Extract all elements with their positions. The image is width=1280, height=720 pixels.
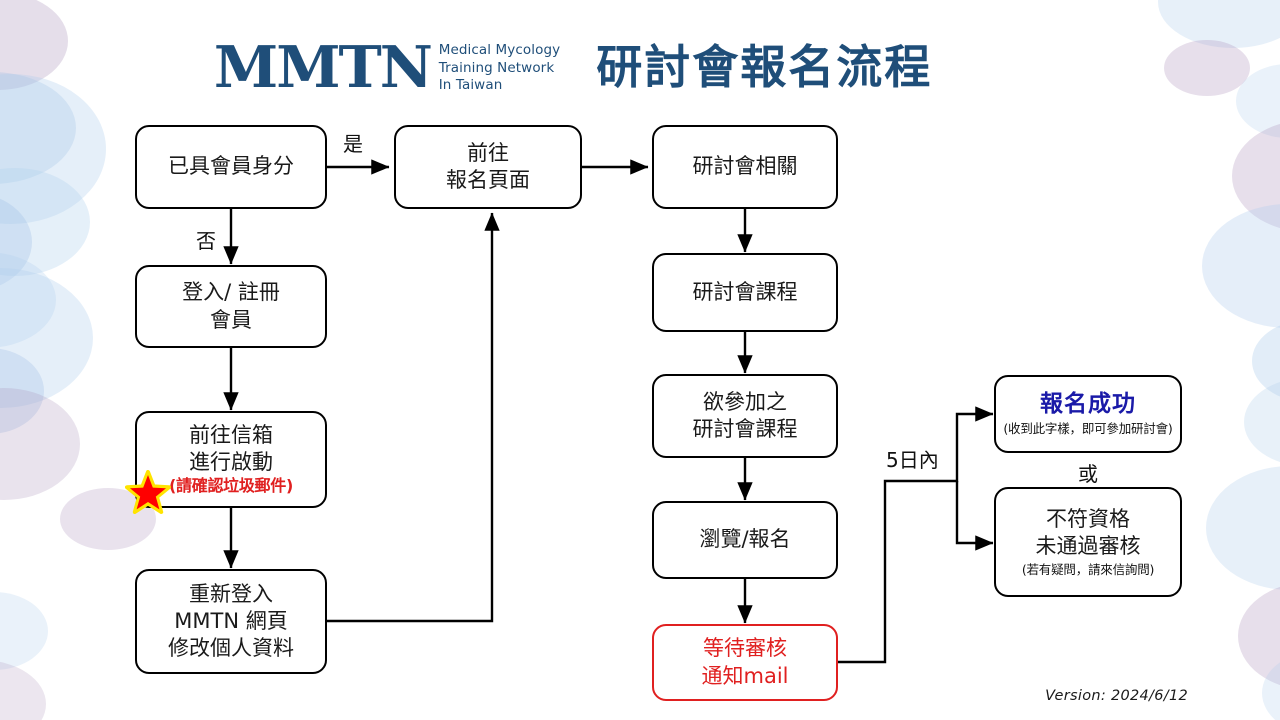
wire-wait-to-rejected [955,481,994,551]
edge-label-or: 或 [1078,462,1098,486]
node-wait-review-line-1: 等待審核 [703,636,787,661]
decor-ellipse [1164,40,1250,96]
decor-ellipse [0,592,48,670]
decor-ellipse [0,0,68,90]
slide-header: MMTN Medical Mycology Training Network I… [213,24,1116,110]
node-relogin-profile-line-3: 修改個人資料 [168,636,294,661]
node-signup-rejected[interactable]: 不符資格 未通過審核 (若有疑問，請來信詢問) [994,487,1182,597]
node-relogin-profile[interactable]: 重新登入 MMTN 網頁 修改個人資料 [135,569,327,674]
node-seminar-course-line-1: 研討會課程 [692,279,798,304]
mmtn-tagline-line-3: In Taiwan [438,77,503,94]
decor-ellipse [1206,466,1280,590]
edge-label-no: 否 [196,229,216,253]
node-goto-signup[interactable]: 前往 報名頁面 [394,125,582,209]
node-signup-success-title: 報名成功 [1040,391,1136,418]
node-login-register-line-2: 會員 [210,307,252,332]
decor-ellipse [1238,582,1280,690]
node-desired-course[interactable]: 欲參加之 研討會課程 [652,374,838,458]
node-browse-signup[interactable]: 瀏覽/報名 [652,501,838,579]
decor-ellipse [1232,120,1280,232]
node-login-register-line-1: 登入/ 註冊 [182,280,280,305]
decor-ellipse [0,72,76,184]
mmtn-logo: MMTN Medical Mycology Training Network I… [213,33,561,101]
version-label: Version: 2024/6/12 [1045,688,1188,704]
decor-ellipse [1158,0,1280,48]
node-goto-signup-line-1: 前往 [467,140,509,165]
node-signup-rejected-line-2: 未通過審核 [1035,534,1141,559]
decor-ellipse [1252,320,1280,402]
page-title: 研討會報名流程 [596,40,933,94]
node-signup-success[interactable]: 報名成功 (收到此字樣，即可參加研討會) [994,375,1182,453]
edge-label-within-5-days: 5日內 [886,448,939,472]
decor-ellipse [0,268,93,408]
node-signup-rejected-note: (若有疑問，請來信詢問) [1021,561,1155,577]
decor-ellipse [0,192,32,292]
node-wait-review[interactable]: 等待審核 通知mail [652,624,838,701]
decor-ellipse [1202,204,1280,328]
node-browse-signup-line-1: 瀏覽/報名 [699,527,791,552]
edge-label-yes: 是 [343,132,363,156]
node-seminar-related-line-1: 研討會相關 [692,154,798,179]
node-member-check-line-1: 已具會員身分 [168,154,294,179]
node-desired-course-line-2: 研討會課程 [692,417,798,441]
decor-ellipse [1244,378,1280,466]
decor-ellipse [0,660,46,720]
node-activate-mail-line-2: 進行啟動 [189,450,273,475]
decor-ellipse [0,388,80,500]
decor-ellipse [0,348,44,434]
mmtn-tagline-line-2: Training Network [438,59,555,76]
node-relogin-profile-line-2: MMTN 網頁 [174,608,288,633]
wire-relogin-to-signup [327,212,500,623]
node-seminar-related[interactable]: 研討會相關 [652,125,838,209]
decor-ellipse [1236,64,1280,138]
mmtn-logo-tagline: Medical Mycology Training Network In Tai… [439,39,561,95]
node-relogin-profile-line-1: 重新登入 [189,581,273,606]
decor-ellipse [0,74,106,224]
mmtn-logo-wordmark: MMTN [213,33,433,101]
decor-ellipse [0,252,56,348]
warning-star-icon [125,470,171,514]
node-signup-rejected-line-1: 不符資格 [1046,507,1130,532]
node-activate-mail-warning: (請確認垃圾郵件) [169,476,293,496]
node-signup-success-note: (收到此字樣，即可參加研討會) [1003,421,1173,437]
node-member-check[interactable]: 已具會員身分 [135,125,327,209]
mmtn-tagline-line-1: Medical Mycology [438,41,561,58]
node-wait-review-line-2: 通知mail [701,663,789,688]
node-activate-mail[interactable]: 前往信箱 進行啟動 (請確認垃圾郵件) [135,411,327,508]
decor-ellipse [1262,650,1280,720]
node-goto-signup-line-2: 報名頁面 [446,168,530,192]
node-seminar-course[interactable]: 研討會課程 [652,253,838,332]
node-activate-mail-line-1: 前往信箱 [189,422,273,447]
node-desired-course-line-1: 欲參加之 [703,389,787,414]
decor-ellipse [0,168,90,276]
node-login-register[interactable]: 登入/ 註冊 會員 [135,265,327,348]
